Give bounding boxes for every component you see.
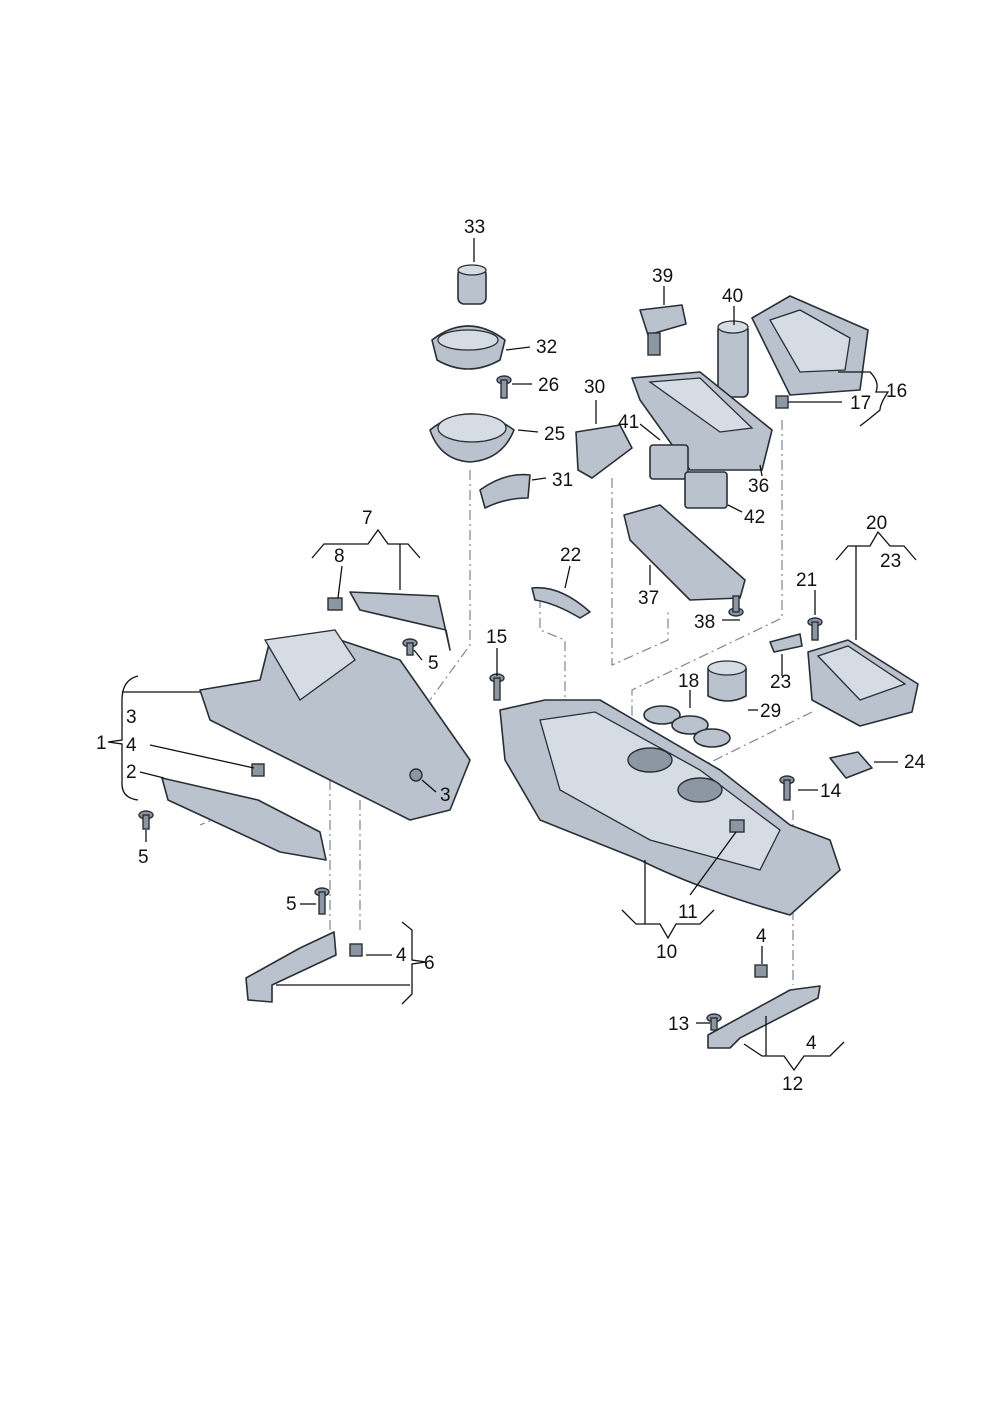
label-33: 33	[464, 217, 485, 238]
callout-labels: 33 32 26 25 31 30 39 40 41 36 42 37 38 2…	[96, 217, 926, 1095]
label-3-left: 3	[126, 707, 137, 728]
label-42: 42	[744, 507, 765, 528]
label-40: 40	[722, 286, 743, 307]
part-4-clip-bracket-right	[754, 964, 768, 978]
part-12-bracket	[707, 985, 821, 1049]
label-23-top: 23	[880, 551, 901, 572]
label-22: 22	[560, 545, 581, 566]
label-29: 29	[760, 701, 781, 722]
part-39-button	[639, 304, 687, 356]
label-5-lower: 5	[286, 894, 297, 915]
part-33-gear-knob	[457, 264, 487, 305]
label-26: 26	[538, 375, 559, 396]
label-37: 37	[638, 588, 659, 609]
label-31: 31	[552, 470, 573, 491]
part-5-screw-c	[314, 887, 330, 915]
label-21: 21	[796, 570, 817, 591]
label-3-right: 3	[440, 785, 451, 806]
part-38-screw	[728, 595, 744, 617]
part-29-cup-holder-insert	[707, 660, 747, 702]
part-37-bracket	[623, 504, 746, 601]
part-41-switch	[649, 444, 689, 480]
part-15-screw	[489, 673, 505, 701]
label-25: 25	[544, 424, 565, 445]
part-4-clip-left	[251, 763, 265, 777]
label-38: 38	[694, 612, 715, 633]
part-3-nut	[409, 768, 423, 782]
label-17: 17	[850, 393, 871, 414]
part-23-small-trim	[769, 633, 803, 653]
part-14-screw	[779, 775, 795, 801]
label-7: 7	[362, 508, 373, 529]
label-12: 12	[782, 1074, 803, 1095]
assembly-guide-lines	[199, 420, 813, 985]
label-6: 6	[424, 953, 435, 974]
part-13-screw	[706, 1013, 722, 1031]
label-5-right: 5	[428, 653, 439, 674]
label-4-bracket-left: 4	[396, 945, 407, 966]
part-42-switch	[684, 471, 728, 509]
part-22-trim	[531, 586, 591, 619]
part-5-screw-b	[138, 810, 154, 830]
label-4-left: 4	[126, 735, 137, 756]
part-7-side-panel	[349, 591, 451, 651]
label-16: 16	[886, 381, 907, 402]
label-32: 32	[536, 337, 557, 358]
part-18-mat	[643, 705, 731, 748]
label-30: 30	[584, 377, 605, 398]
leader-lines	[107, 238, 917, 1072]
part-2-side-trim	[161, 777, 327, 861]
label-2: 2	[126, 762, 137, 783]
part-11-clip	[729, 819, 745, 833]
part-6-bracket	[245, 931, 337, 1003]
part-8-clip	[327, 597, 343, 611]
label-1: 1	[96, 733, 107, 754]
part-30-switch	[575, 424, 633, 479]
part-36-switch-panel	[631, 371, 773, 471]
part-21-screw	[807, 617, 823, 641]
part-32-knob-trim-ring	[431, 325, 506, 370]
label-15: 15	[486, 627, 507, 648]
label-24: 24	[904, 752, 926, 773]
part-20-storage-compartment	[807, 639, 919, 727]
part-4-clip-bracket-left	[349, 943, 363, 957]
part-5-screw-a	[402, 638, 418, 656]
part-24-cap	[829, 751, 873, 779]
part-25-boot-ring	[429, 413, 515, 463]
part-31-trim-segment	[479, 473, 531, 509]
label-20: 20	[866, 513, 887, 534]
part-26-screw	[496, 375, 512, 399]
label-4-bracket-right: 4	[756, 926, 767, 947]
label-8: 8	[334, 546, 345, 567]
label-5-bottom-left: 5	[138, 847, 149, 868]
part-40-socket	[717, 320, 749, 398]
label-11: 11	[678, 902, 698, 923]
part-1-left-console-assembly	[199, 629, 471, 821]
label-36: 36	[748, 476, 769, 497]
label-10: 10	[656, 942, 677, 963]
label-39: 39	[652, 266, 673, 287]
part-10-center-console	[499, 699, 841, 916]
label-41: 41	[618, 412, 639, 433]
label-13: 13	[668, 1014, 689, 1035]
part-16-cover-trim	[751, 295, 869, 396]
part-17-clip	[775, 395, 789, 409]
label-18: 18	[678, 671, 699, 692]
label-23: 23	[770, 672, 791, 693]
label-14: 14	[820, 781, 842, 802]
label-4-group-12: 4	[806, 1033, 817, 1054]
